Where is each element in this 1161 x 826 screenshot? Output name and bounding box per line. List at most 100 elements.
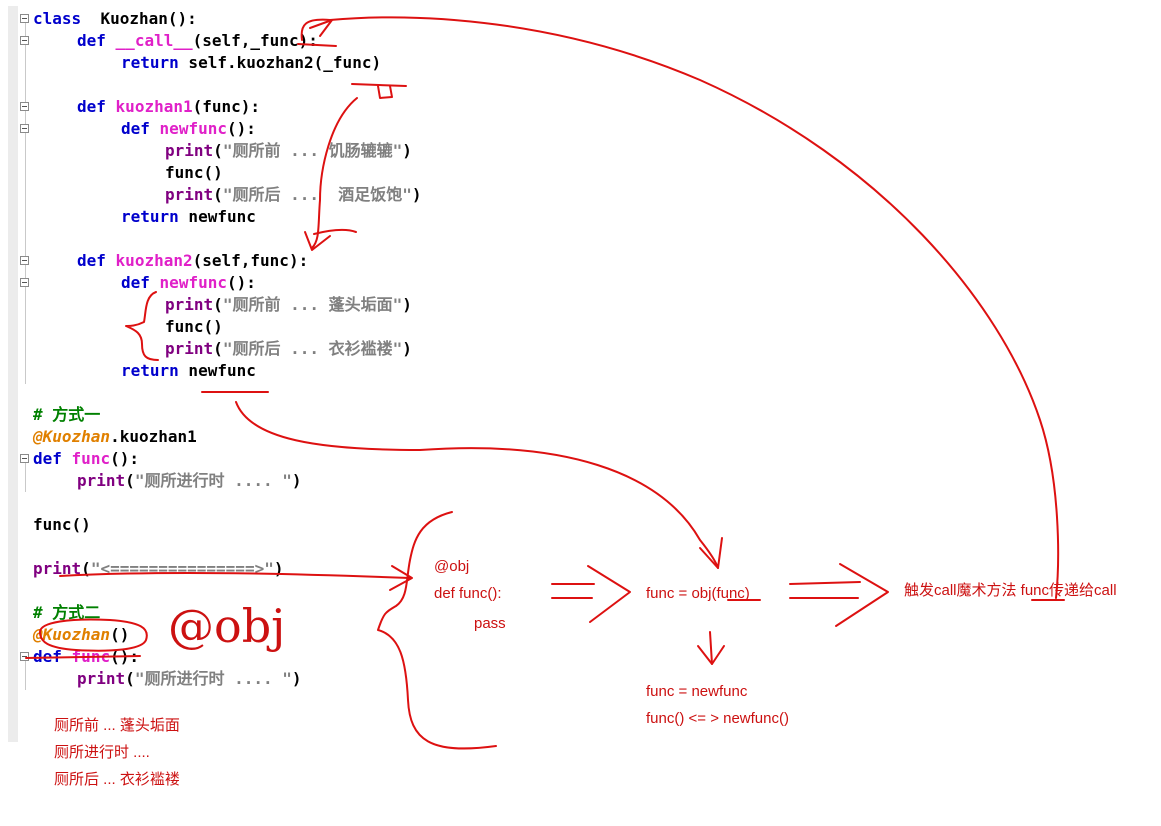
underline-kuozhan2: [313, 228, 357, 235]
code-line[interactable]: def func():: [33, 448, 139, 470]
annotation-pass: pass: [474, 615, 506, 632]
code-token: def: [77, 251, 106, 270]
code-line[interactable]: print("厕所后 ... 酒足饭饱"): [165, 184, 422, 206]
brace: [125, 291, 159, 361]
code-line[interactable]: @Kuozhan.kuozhan1: [33, 426, 197, 448]
code-token: (self,_func):: [192, 31, 318, 50]
fold-collapse-icon[interactable]: [20, 36, 29, 45]
code-line[interactable]: print("厕所前 ... 蓬头垢面"): [165, 294, 412, 316]
code-token: return: [121, 207, 179, 226]
arrowhead: [697, 645, 725, 665]
code-token: ): [273, 559, 284, 578]
annotation-func-eq-obj: func = obj(func): [646, 585, 750, 602]
underline-func: [25, 655, 141, 659]
code-line[interactable]: return newfunc: [121, 360, 256, 382]
code-token: newfunc: [178, 361, 256, 380]
code-line[interactable]: @Kuozhan(): [33, 624, 129, 646]
code-token: def: [33, 647, 62, 666]
call-loop-arrow: [300, 16, 1060, 599]
arrowhead: [835, 563, 889, 627]
code-line[interactable]: print("厕所前 ... 饥肠辘辘"): [165, 140, 412, 162]
code-token: def: [121, 119, 150, 138]
code-token: ): [402, 141, 412, 160]
fold-collapse-icon[interactable]: [20, 454, 29, 463]
code-token: ): [402, 295, 412, 314]
code-line[interactable]: func(): [165, 162, 223, 184]
fold-collapse-icon[interactable]: [20, 124, 29, 133]
code-token: (: [81, 559, 91, 578]
circle-decorator: [39, 618, 148, 652]
code-token: func(): [165, 317, 223, 336]
code-line[interactable]: # 方式二: [33, 602, 100, 624]
code-line[interactable]: def kuozhan2(self,func):: [77, 250, 308, 272]
code-token: def: [121, 273, 150, 292]
arrowhead: [304, 231, 331, 251]
code-token: (: [213, 295, 223, 314]
code-token: ): [291, 471, 302, 490]
code-token: print: [165, 185, 214, 204]
code-line[interactable]: def __call__(self,_func):: [77, 30, 318, 52]
code-line[interactable]: class Kuozhan():: [33, 8, 197, 30]
arrow-to-kuozhan2: [311, 97, 358, 249]
output-line: 厕所后 ... 衣衫褴褛: [54, 771, 180, 788]
code-token: kuozhan1: [115, 97, 193, 116]
double-arrow-2: [789, 581, 861, 599]
code-line[interactable]: return self.kuozhan2(_func): [121, 52, 381, 74]
code-token: # 方式一: [33, 405, 101, 424]
code-token: "厕所前 ... 饥肠辘辘": [222, 141, 403, 160]
double-arrow-1: [551, 583, 595, 599]
fold-collapse-icon[interactable]: [20, 14, 29, 23]
code-token: func(): [33, 515, 91, 534]
code-line[interactable]: return newfunc: [121, 206, 256, 228]
code-line[interactable]: print("厕所进行时 .... "): [77, 668, 302, 690]
arrowhead: [309, 19, 333, 37]
editor-gutter: [8, 6, 18, 742]
code-token: ): [291, 669, 302, 688]
code-token: (func):: [192, 97, 261, 116]
code-token: "厕所进行时 .... ": [134, 669, 292, 688]
code-line[interactable]: print("厕所后 ... 衣衫褴褛"): [165, 338, 412, 360]
code-token: (: [213, 185, 223, 204]
code-token: return: [121, 361, 179, 380]
code-token: "厕所后 ... 酒足饭饱": [222, 185, 412, 204]
fold-guide: [25, 14, 26, 384]
code-token: def: [77, 97, 106, 116]
handwritten-obj-label: @obj: [168, 599, 286, 653]
code-token: # 方式二: [33, 603, 101, 622]
fold-collapse-icon[interactable]: [20, 256, 29, 265]
annotation-trigger-call: 触发call魔术方法 func传递给call: [904, 582, 1117, 599]
code-token: print: [77, 669, 126, 688]
code-line[interactable]: def newfunc():: [121, 272, 256, 294]
code-line[interactable]: func(): [165, 316, 223, 338]
annotation-def-func: def func():: [434, 585, 502, 602]
small-mark: [377, 85, 393, 99]
underline-func-arg: [351, 83, 407, 87]
annotation-func-eq-newfunc: func = newfunc: [646, 683, 748, 700]
code-token: return: [121, 53, 179, 72]
code-line[interactable]: print("厕所进行时 .... "): [77, 470, 302, 492]
code-line[interactable]: def kuozhan1(func):: [77, 96, 260, 118]
code-token: ():: [226, 273, 256, 292]
output-line: 厕所前 ... 蓬头垢面: [54, 717, 180, 734]
code-token: .kuozhan1: [110, 427, 197, 446]
code-line[interactable]: # 方式一: [33, 404, 100, 426]
code-token: print: [77, 471, 126, 490]
code-line[interactable]: func(): [33, 514, 91, 536]
fold-collapse-icon[interactable]: [20, 102, 29, 111]
fold-collapse-icon[interactable]: [20, 278, 29, 287]
code-token: self.kuozhan2(_func): [178, 53, 382, 72]
code-token: ): [402, 339, 412, 358]
code-token: def: [77, 31, 106, 50]
code-token: print: [165, 339, 214, 358]
annotation-func-equiv: func() <= > newfunc(): [646, 710, 789, 727]
annotation-obj-decorator: @obj: [434, 558, 470, 575]
code-token: newfunc: [159, 273, 227, 292]
code-token: (: [213, 339, 223, 358]
code-token: "厕所前 ... 蓬头垢面": [222, 295, 403, 314]
code-token: ():: [110, 449, 139, 468]
code-line[interactable]: def newfunc():: [121, 118, 256, 140]
code-token: __call__: [115, 31, 193, 50]
fold-collapse-icon[interactable]: [20, 652, 29, 661]
code-token: (): [110, 625, 130, 644]
